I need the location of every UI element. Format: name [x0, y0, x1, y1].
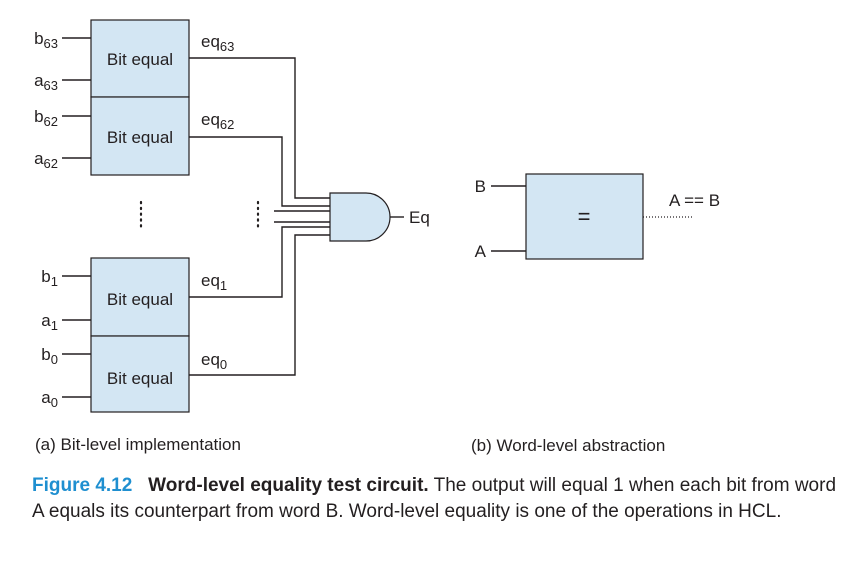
- input-label-a62: a62: [34, 149, 58, 171]
- input-label-a63: a63: [34, 71, 58, 93]
- bit-equal-label: Bit equal: [107, 50, 173, 69]
- bit-equal-label: Bit equal: [107, 290, 173, 309]
- figure-caption: Figure 4.12 Word-level equality test cir…: [32, 473, 842, 525]
- input-label-a0: a0: [41, 388, 58, 410]
- input-label-b63: b63: [34, 29, 58, 51]
- bit-equal-label: Bit equal: [107, 369, 173, 388]
- bit-equal-label: Bit equal: [107, 128, 173, 147]
- figure-title: Word-level equality test circuit.: [148, 475, 429, 496]
- and-output-label: Eq: [409, 208, 430, 227]
- and-gate: Eq: [329, 192, 430, 242]
- input-label-b1: b1: [41, 267, 58, 289]
- output-label-eq1: eq1: [201, 271, 227, 293]
- caption-word-level: (b) Word-level abstraction: [471, 436, 665, 455]
- caption-bit-level: (a) Bit-level implementation: [35, 435, 241, 454]
- word-input-a-label: A: [475, 242, 487, 261]
- input-label-b62: b62: [34, 107, 58, 129]
- input-label-b0: b0: [41, 345, 58, 367]
- input-label-a1: a1: [41, 311, 58, 333]
- output-label-eq62: eq62: [201, 110, 234, 132]
- output-label-eq0: eq0: [201, 350, 227, 372]
- bit-equal-block-63: Bit equal b63 a63 eq63: [34, 19, 234, 98]
- bit-equal-block-0: Bit equal b0 a0 eq0: [41, 335, 227, 413]
- equals-symbol: =: [578, 204, 591, 229]
- figure-text: The output will equal 1 when each bit fr…: [32, 475, 837, 522]
- word-output-label: A == B: [669, 191, 720, 210]
- bit-equal-block-1: Bit equal b1 a1 eq1: [41, 257, 227, 337]
- word-equal-block: = B A A == B: [475, 173, 720, 261]
- figure-number: Figure 4.12: [32, 475, 133, 496]
- word-input-b-label: B: [475, 177, 486, 196]
- bit-equal-block-62: Bit equal b62 a62 eq62: [34, 96, 234, 176]
- output-label-eq63: eq63: [201, 32, 234, 54]
- equality-circuit-diagram: Bit equal b63 a63 eq63 Bit equal b62 a62…: [34, 19, 720, 455]
- output-wires: [189, 57, 338, 376]
